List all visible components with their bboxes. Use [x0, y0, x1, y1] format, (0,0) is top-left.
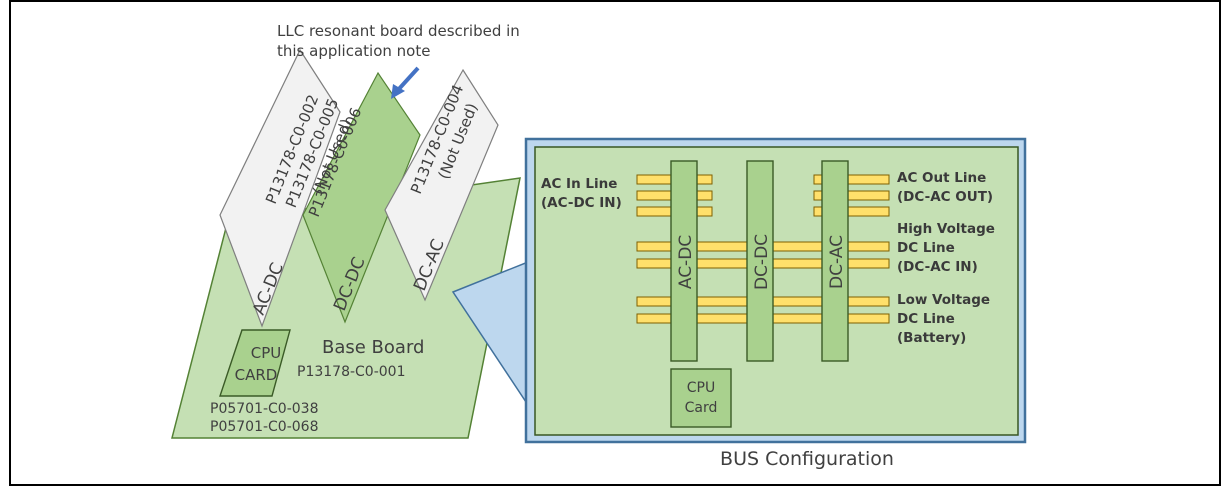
- base-board-part: P13178-C0-001: [297, 364, 406, 380]
- ac-in-label-1: AC In Line: [541, 176, 617, 192]
- slot-dcdc-label: DC-DC: [752, 234, 772, 290]
- lv-label-3: (Battery): [897, 330, 966, 346]
- bus-bar-ac-out-2: [813, 190, 890, 201]
- cpu-part-2: P05701-C0-068: [210, 419, 319, 435]
- slot-dcac-label: DC-AC: [827, 235, 847, 289]
- ac-out-label-2: (DC-AC OUT): [897, 189, 993, 205]
- board-acdc: [219, 48, 341, 328]
- callout-line-2: this application note: [277, 42, 430, 60]
- hv-label-3: (DC-AC IN): [897, 259, 978, 275]
- ac-in-label-2: (AC-DC IN): [541, 195, 622, 211]
- hv-label-2: DC Line: [897, 240, 955, 256]
- lv-label-2: DC Line: [897, 311, 955, 327]
- bus-bar-ac-out-3: [813, 206, 890, 217]
- base-cpu-line-2: CARD: [235, 366, 278, 384]
- bus-cpu-line-2: Card: [685, 400, 718, 416]
- bus-bar-ac-out-1: [813, 174, 890, 185]
- cpu-part-1: P05701-C0-038: [210, 401, 319, 417]
- bus-cpu-card: [670, 368, 732, 428]
- board-dcdc: [302, 71, 421, 324]
- board-dcac: [384, 68, 499, 302]
- base-board-label: Base Board: [322, 337, 424, 358]
- slot-dcdc: [746, 160, 774, 362]
- ac-out-label-1: AC Out Line: [897, 170, 986, 186]
- slot-dcac: [821, 160, 849, 362]
- lv-label-1: Low Voltage: [897, 292, 990, 308]
- slot-acdc-label: AC-DC: [676, 235, 696, 289]
- callout-arrow-line: [396, 66, 420, 92]
- callout-arrow-head: [391, 84, 405, 99]
- hv-label-1: High Voltage: [897, 221, 995, 237]
- callout-line-1: LLC resonant board described in: [277, 22, 520, 40]
- base-cpu-card: [219, 329, 291, 397]
- bus-config-title: BUS Configuration: [720, 448, 894, 470]
- bus-panel-inner: [534, 146, 1019, 436]
- base-cpu-line-1: CPU: [251, 344, 282, 362]
- bus-cpu-line-1: CPU: [687, 380, 715, 396]
- slot-acdc: [670, 160, 698, 362]
